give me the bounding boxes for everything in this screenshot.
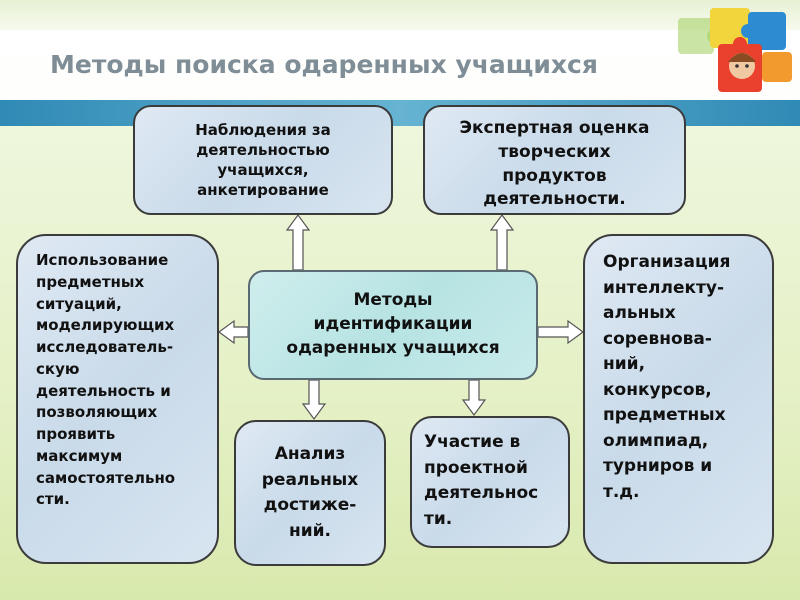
competitions-text: Организация интеллекту- альных соревнова… — [603, 252, 731, 502]
center-text: Методы идентификации одаренных учащихся — [286, 290, 500, 358]
top-decor-strip — [0, 0, 800, 30]
method-observation-box: Наблюдения за деятельностью учащихся, ан… — [133, 105, 393, 215]
method-expert-box: Экспертная оценка творческих продуктов д… — [423, 105, 686, 215]
center-methods-box: Методы идентификации одаренных учащихся — [248, 270, 538, 380]
method-competitions-box: Организация интеллекту- альных соревнова… — [583, 234, 774, 564]
observation-text: Наблюдения за деятельностью учащихся, ан… — [195, 120, 331, 200]
puzzle-photo-decoration — [678, 8, 792, 92]
project-text: Участие в проектной деятельнос ти. — [424, 432, 539, 529]
situations-text: Использование предметных ситуаций, модел… — [36, 251, 176, 509]
slide-title: Методы поиска одаренных учащихся — [50, 50, 598, 79]
method-situations-box: Использование предметных ситуаций, модел… — [16, 234, 219, 564]
expert-text: Экспертная оценка творческих продуктов д… — [459, 118, 650, 210]
method-analysis-box: Анализ реальных достиже- ний. — [234, 420, 386, 566]
method-project-box: Участие в проектной деятельнос ти. — [410, 416, 570, 548]
analysis-text: Анализ реальных достиже- ний. — [261, 444, 359, 541]
